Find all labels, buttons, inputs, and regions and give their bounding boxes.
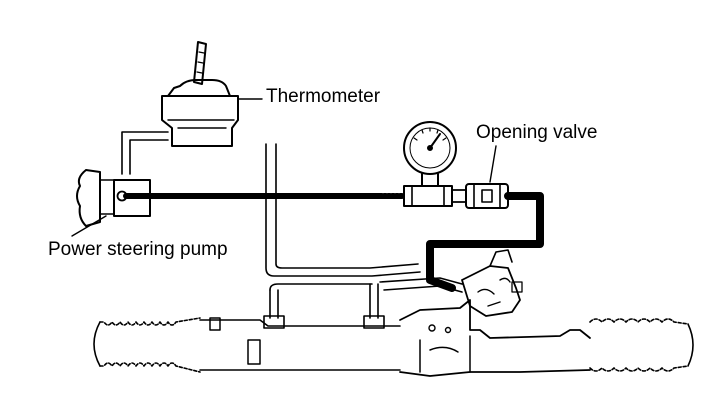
opening-valve-label: Opening valve — [476, 122, 598, 143]
pressure-gauge — [403, 121, 457, 207]
left-bellows-boot — [99, 317, 201, 373]
opening-valve — [451, 145, 509, 209]
thermometer — [161, 41, 263, 147]
pressure-line — [123, 192, 544, 292]
return-fitting-left — [263, 315, 285, 329]
rack-clamp-left — [209, 317, 221, 331]
control-valve-body — [461, 265, 521, 317]
gear-housing — [399, 299, 591, 377]
return-fitting-right — [363, 315, 385, 329]
thermometer-label: Thermometer — [266, 86, 381, 107]
power-steering-pump-label: Power steering pump — [48, 239, 228, 260]
steering-rack — [93, 249, 694, 377]
right-bellows-boot — [589, 318, 689, 372]
return-line — [121, 131, 463, 329]
power-steering-pump — [71, 169, 151, 237]
